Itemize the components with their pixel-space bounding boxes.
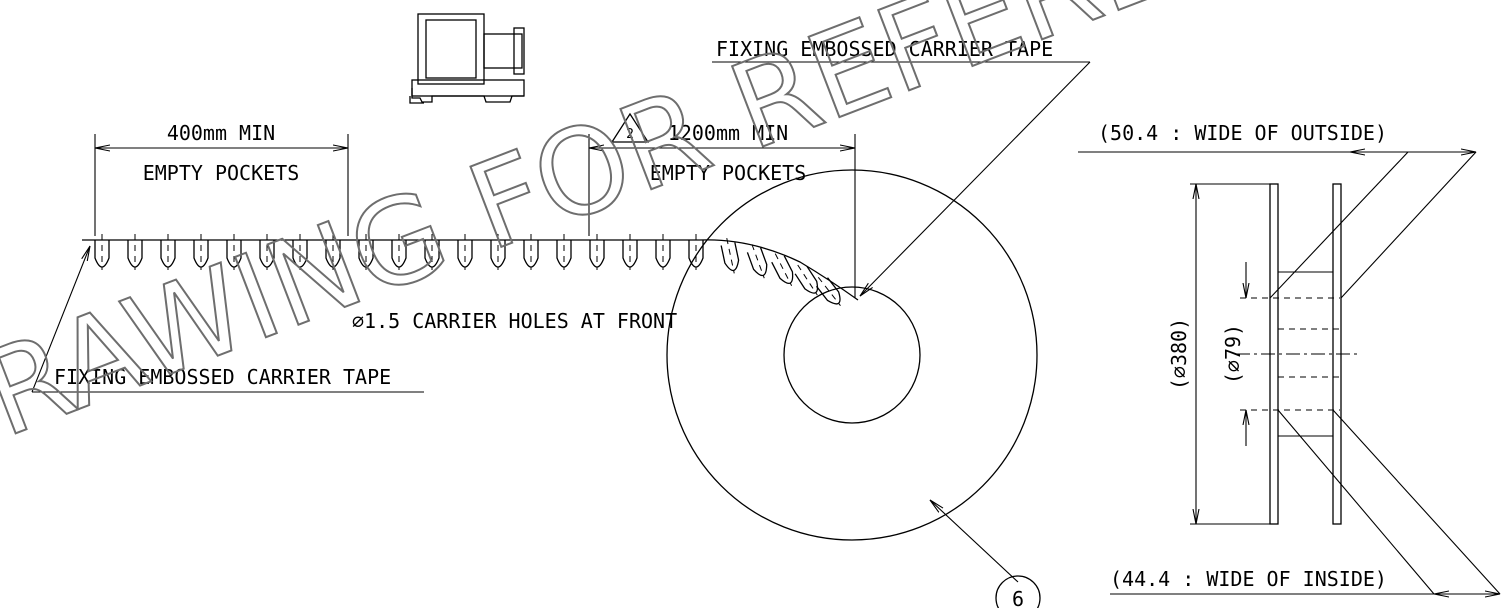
pocket-centerline (751, 244, 765, 279)
revision-mark: 2 (626, 127, 634, 142)
reel-outer-circle (666, 169, 1038, 541)
empty-pockets-right-label: EMPTY POCKETS (650, 161, 807, 185)
watermark: DRAWING FOR REFERENCE (0, 0, 1417, 497)
revision-triangle-icon (610, 112, 650, 143)
tape-pocket (794, 265, 819, 294)
pocket-centerline (774, 253, 793, 286)
carrier-tape (82, 234, 859, 306)
fixing-tape-top-label: FIXING EMBOSSED CARRIER TAPE (716, 37, 1053, 61)
pocket-centerline (797, 264, 818, 296)
tape-pocket (655, 240, 671, 268)
tape-pocket (589, 240, 605, 268)
min-400-label: 400mm MIN (167, 121, 275, 145)
callout-6: 6 (1012, 587, 1024, 608)
carrier-holes-label: ∅1.5 CARRIER HOLES AT FRONT (352, 309, 677, 333)
fixing-tape-bottom-label: FIXING EMBOSSED CARRIER TAPE (54, 365, 391, 389)
callout-6-balloon (995, 575, 1041, 608)
tape-pocket (771, 255, 794, 284)
tape-pocket (94, 240, 110, 268)
fixing-tape-top: FIXING EMBOSSED CARRIER TAPE (712, 37, 1091, 296)
tape-pocket (622, 240, 638, 268)
reel-hub-circle (783, 286, 921, 424)
tape-pocket (720, 242, 740, 272)
pocket-centerline (817, 276, 841, 306)
empty-pockets-left-label: EMPTY POCKETS (143, 161, 300, 185)
fixing-tape-bottom: FIXING EMBOSSED CARRIER TAPE (31, 246, 424, 393)
dimension-400mm: 400mm MIN EMPTY POCKETS (94, 121, 349, 236)
tape-pocket (746, 247, 768, 277)
tape-pocket (815, 277, 841, 305)
reel-front-view: 6 (666, 169, 1041, 608)
min-1200-label: 1200mm MIN (668, 121, 788, 145)
component-package (409, 13, 525, 104)
wide-outside-label: (50.4 : WIDE OF OUTSIDE) (1098, 121, 1387, 145)
reel-side-view: (∅380) (∅79) (50.4 : WIDE OF OUTSIDE) (4… (1078, 121, 1501, 594)
pocket-centerline (726, 238, 735, 274)
dia-79-label: (∅79) (1221, 324, 1245, 384)
dia-380-label: (∅380) (1167, 318, 1191, 390)
wide-inside-label: (44.4 : WIDE OF INSIDE) (1110, 567, 1387, 591)
dimension-1200mm: 2 1200mm MIN EMPTY POCKETS (588, 112, 856, 298)
tape-pocket (127, 240, 143, 268)
